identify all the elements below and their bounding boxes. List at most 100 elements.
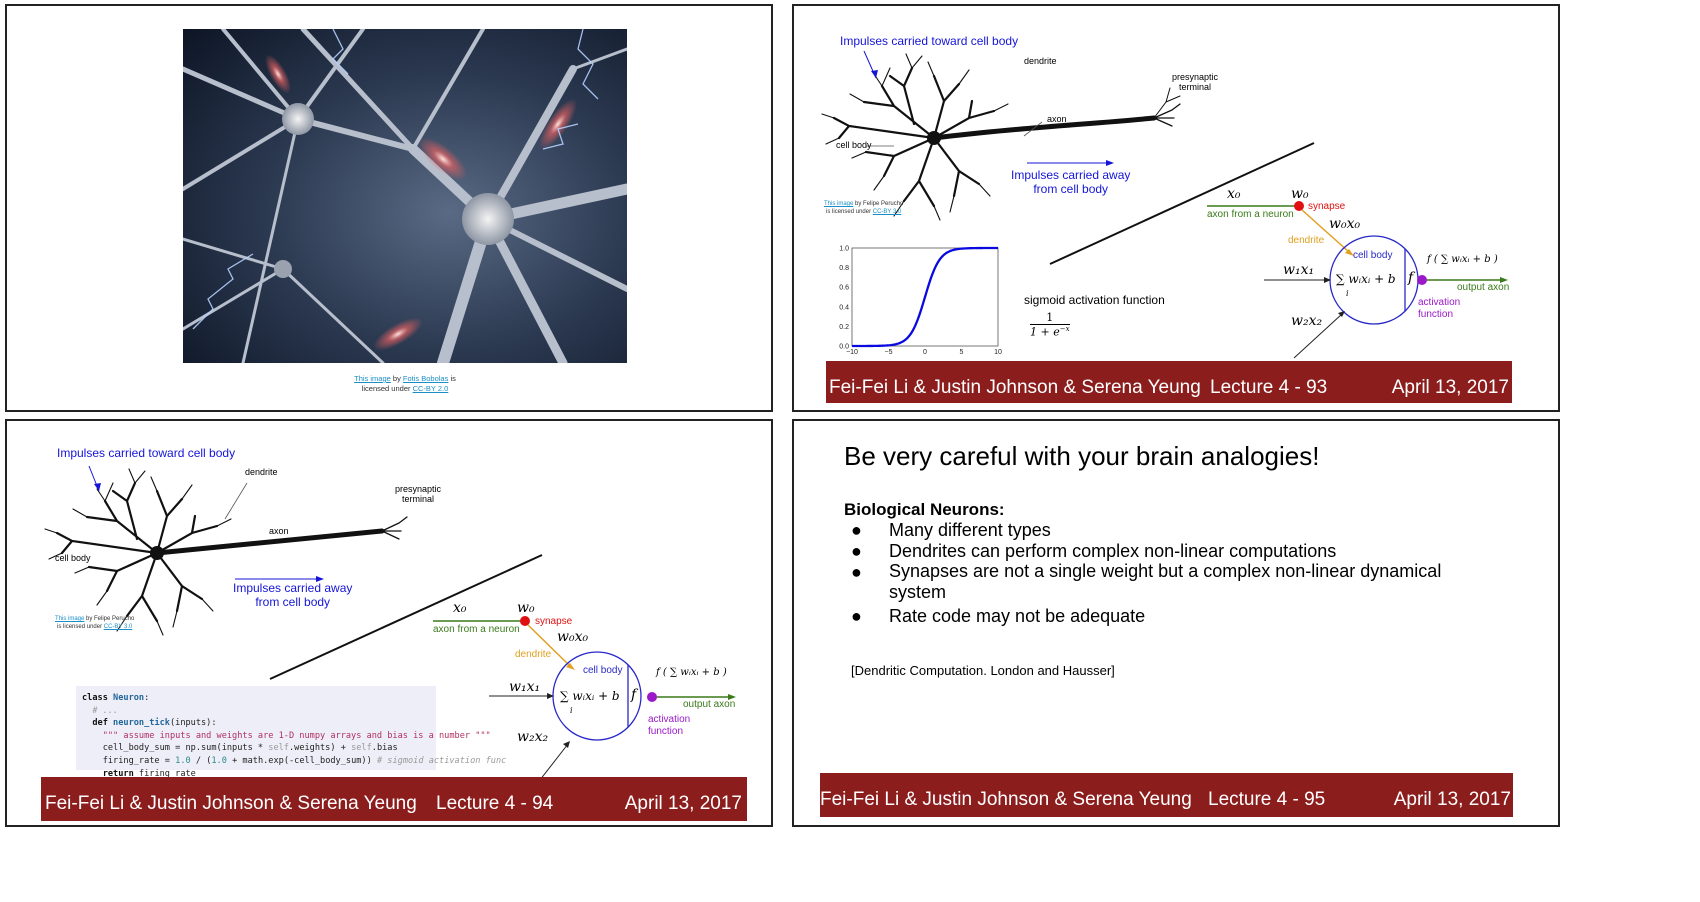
bullet-dot: ● xyxy=(851,606,862,626)
credit-by: by xyxy=(390,374,403,383)
drawing-credit-prefix: is licensed under xyxy=(57,624,104,630)
y-tick-label: 0.6 xyxy=(839,285,849,292)
x-tick-label: −5 xyxy=(885,349,893,356)
label-cell-body: cell body xyxy=(55,553,91,563)
y-tick-label: 0.4 xyxy=(839,304,849,311)
slide-92: This image by Fotis Bobolas is licensed … xyxy=(5,4,773,412)
label-w1x1: w₁x₁ xyxy=(1283,262,1315,278)
code-keyword: return xyxy=(82,768,134,779)
label-activation: activation function xyxy=(648,714,690,738)
label-toward: Impulses carried toward cell body xyxy=(57,446,236,460)
code-line-4: """ assume inputs and weights are 1-D nu… xyxy=(82,730,491,741)
label-f-expr: f ( ∑ wᵢxᵢ + b ) xyxy=(656,667,727,678)
label-sum-sub: i xyxy=(570,706,573,715)
drawing-credit-by: by Felipe Perucho xyxy=(84,616,135,622)
drawing-credit: This image by Felipe Perucho is licensed… xyxy=(55,615,134,631)
code-block-neuron: class Neuron: # ... def neuron_tick(inpu… xyxy=(76,686,506,779)
biological-neuron-drawing xyxy=(44,465,408,636)
code-text: firing_rate xyxy=(133,768,196,779)
sigmoid-exponent: −x xyxy=(1059,325,1070,333)
sigmoid-curve xyxy=(851,246,999,348)
footer-authors: Fei-Fei Li & Justin Johnson & Serena Yeu… xyxy=(820,789,1192,810)
code-keyword: def xyxy=(82,718,114,729)
presynaptic-line1: presynaptic xyxy=(395,484,442,494)
activation-line2: function xyxy=(648,726,684,737)
sigmoid-numerator: 1 xyxy=(1030,311,1070,325)
drawing-credit-prefix: is licensed under xyxy=(826,209,873,215)
label-w0: w₀ xyxy=(1291,186,1309,202)
credit-is: is xyxy=(448,374,456,383)
author-link[interactable]: Fotis Bobolas xyxy=(402,374,449,383)
sigmoid-y-ticks: 1.0 0.8 0.6 0.4 0.2 0.0 xyxy=(839,246,849,351)
credit-license-prefix: licensed under xyxy=(361,384,413,393)
label-synapse: synapse xyxy=(1308,201,1346,212)
code-text: .bias xyxy=(371,743,398,754)
drawing-credit-link[interactable]: This image xyxy=(824,201,854,207)
label-axon: axon xyxy=(269,526,289,536)
slide-title: Be very careful with your brain analogie… xyxy=(844,441,1320,471)
bullet-dot: ● xyxy=(851,541,862,561)
label-synapse: synapse xyxy=(535,616,573,627)
label-output-axon: output axon xyxy=(683,699,736,710)
activation-line2: function xyxy=(1418,309,1454,320)
x-tick-label: 0 xyxy=(923,349,927,356)
label-toward: Impulses carried toward cell body xyxy=(840,34,1019,48)
label-dendrite-model: dendrite xyxy=(515,649,552,660)
y-tick-label: 0.8 xyxy=(839,265,849,272)
label-sum: ∑ wᵢxᵢ + b xyxy=(560,689,620,703)
label-w0x0: w₀x₀ xyxy=(557,629,589,645)
footer-bar: Fei-Fei Li & Justin Johnson & Serena Yeu… xyxy=(41,777,747,821)
bullet-text: Rate code may not be adequate xyxy=(889,606,1146,626)
code-keyword: class xyxy=(82,693,114,703)
label-presynaptic: presynaptic terminal xyxy=(1172,72,1218,92)
code-text: .weights) + xyxy=(288,743,352,754)
x-tick-label: 10 xyxy=(994,349,1002,356)
slide-94: Impulses carried toward cell body dendri… xyxy=(5,419,773,827)
photo-credit-link[interactable]: This image xyxy=(354,374,391,383)
label-x0: x₀ xyxy=(1227,186,1241,202)
y-tick-label: 0.0 xyxy=(839,344,849,351)
divider-line xyxy=(269,554,736,804)
footer-bar: Fei-Fei Li & Justin Johnson & Serena Yeu… xyxy=(826,361,1512,403)
code-text: cell_body_sum = np.sum(inputs * xyxy=(82,743,269,754)
label-dendrite-model: dendrite xyxy=(1288,235,1325,246)
x-tick-label: 5 xyxy=(960,349,964,356)
activation-line1: activation xyxy=(648,714,691,725)
away-line2: from cell body xyxy=(255,595,331,609)
drawing-credit: This image by Felipe Perucho is licensed… xyxy=(824,200,903,216)
code-line-2: # ... xyxy=(82,705,119,716)
drawing-license-link[interactable]: CC-BY 3.0 xyxy=(103,624,133,630)
drawing-credit-link[interactable]: This image xyxy=(55,616,85,622)
presynaptic-line2: terminal xyxy=(1179,82,1212,92)
footer-date: April 13, 2017 xyxy=(1393,789,1511,810)
label-w1x1: w₁x₁ xyxy=(509,679,541,695)
bullet-list: ● Many different types ● Dendrites can p… xyxy=(851,519,1491,629)
photo-credit: This image by Fotis Bobolas is licensed … xyxy=(183,374,627,394)
label-presynaptic: presynaptic terminal xyxy=(395,484,441,504)
bullet-dot: ● xyxy=(851,520,862,540)
label-f-expr: f ( ∑ wᵢxᵢ + b ) xyxy=(1427,254,1498,265)
bullet-text: Synapses are not a single weight but a c… xyxy=(889,561,1442,602)
code-number: 1.0 xyxy=(175,755,191,766)
code-text: + math.exp(-cell_body_sum)) xyxy=(226,755,377,766)
y-tick-label: 0.2 xyxy=(839,324,849,331)
footer-bar: Fei-Fei Li & Justin Johnson & Serena Yeu… xyxy=(820,773,1513,817)
code-text: firing_rate = xyxy=(82,755,176,766)
license-link[interactable]: CC-BY 2.0 xyxy=(412,384,449,393)
code-line-1: class Neuron: xyxy=(82,692,430,705)
code-comment: # sigmoid activation func xyxy=(376,755,507,766)
drawing-license-link[interactable]: CC-BY 3.0 xyxy=(872,209,902,215)
y-tick-label: 1.0 xyxy=(839,246,849,253)
label-dendrite: dendrite xyxy=(1024,56,1057,66)
code-class-name: Neuron xyxy=(113,693,145,703)
code-line-7: return firing_rate xyxy=(82,768,430,781)
label-output-axon: output axon xyxy=(1457,282,1510,293)
label-cell-body: cell body xyxy=(836,140,872,150)
bullet-text: Dendrites can perform complex non-linear… xyxy=(889,541,1337,561)
reference-citation: [Dendritic Computation. London and Hauss… xyxy=(851,663,1115,678)
label-cell-body-model: cell body xyxy=(1353,250,1393,261)
label-x0: x₀ xyxy=(453,600,467,616)
code-function-name: neuron_tick xyxy=(113,718,170,729)
footer-date: April 13, 2017 xyxy=(1391,377,1509,398)
